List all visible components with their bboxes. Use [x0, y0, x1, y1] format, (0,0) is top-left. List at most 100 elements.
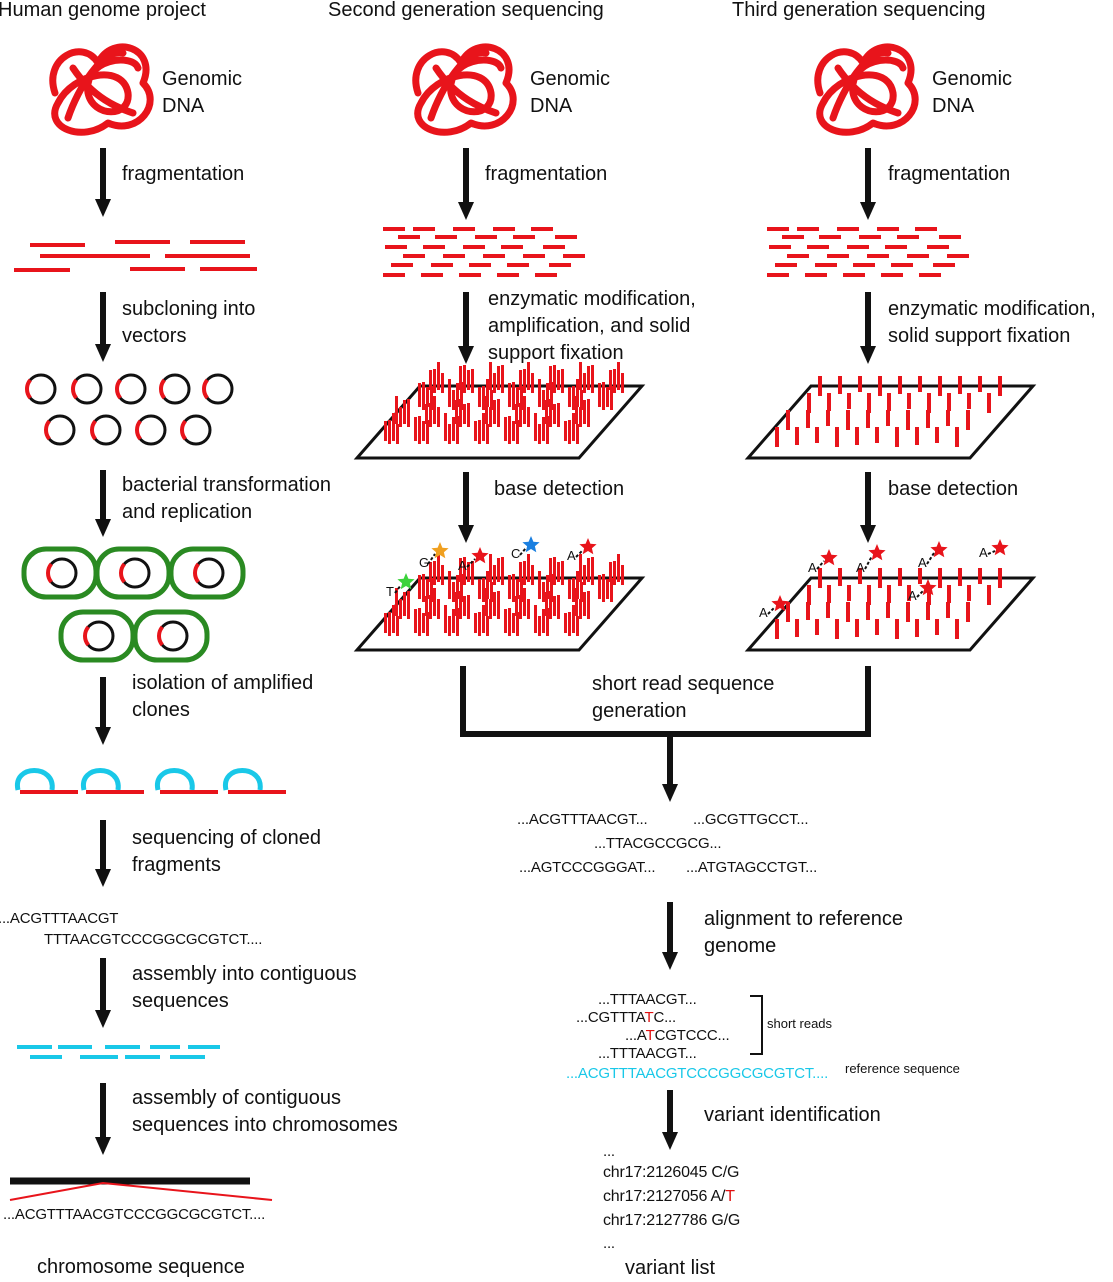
aligned-read-3-variant-base: T: [645, 1027, 655, 1044]
third-flowcell-fixed-molecule-2: [838, 376, 842, 394]
third-flowcell-detection-molecule-7: [938, 568, 942, 588]
second-flowcell-detection-cluster-3-strand-3: [497, 558, 500, 582]
third-flowcell-detection-molecule-6: [918, 568, 922, 584]
second-arrow-3-head: [458, 525, 474, 543]
second-flowcell-amplified-cluster-20-strand-3: [553, 404, 556, 424]
second-flowcell-amplified-cluster-9: [448, 379, 463, 410]
second-flowcell-amplified-cluster-24-strand-3: [452, 417, 455, 441]
second-flowcell-detection-cluster-5-strand-2: [553, 557, 556, 585]
second-flowcell-amplified-cluster-18-strand-1: [485, 396, 488, 424]
second-flowcell-amplified-cluster-11-strand-4: [520, 386, 523, 410]
second-flowcell-amplified-cluster-25-strand-3: [482, 413, 485, 441]
second-flowcell-detection-cluster-23-strand-3: [422, 613, 425, 633]
chromosome-zoom-lines: [9, 1181, 273, 1201]
second-flowcell-amplified-cluster-28-strand-1: [564, 421, 567, 441]
third-label-3-linker: [926, 552, 935, 565]
third-flowcell-fixed-molecule-7: [938, 376, 942, 396]
second-flowcell-detection-cluster-13: [568, 571, 583, 602]
hgp-read-2: TTTAACGTCCCGGCGCGTCT....: [44, 931, 263, 948]
second-flowcell-detection-cluster-17-strand-4: [467, 595, 470, 619]
third-flowcell-detection-molecule-12: [827, 585, 831, 603]
third-flowcell-detection-molecule-4: [878, 568, 882, 588]
third-flowcell-fixed-molecule-30: [966, 410, 970, 430]
third-flowcell-fixed-molecule-10: [998, 376, 1002, 396]
second-flowcell-detection-cluster-27-strand-2: [538, 616, 541, 636]
second-flowcell-detection-cluster-27-strand-4: [546, 608, 549, 636]
second-flowcell-amplified-cluster-8-strand-4: [430, 386, 433, 410]
third-flowcell-fixed-molecule-28: [926, 410, 930, 428]
second-flowcell-amplified-cluster-7-strand-3: [617, 362, 620, 390]
clone-3-vector: [155, 768, 195, 791]
short-reads-bracket-label: short reads: [767, 1016, 833, 1031]
variant-3: chr17:2127786 G/G: [603, 1212, 741, 1229]
second-flowcell-amplified-cluster-4-strand-3: [527, 362, 530, 390]
second-flowcell-amplified-cluster-8-strand-3: [426, 387, 429, 407]
second-flowcell-detection-cluster-20-strand-3: [553, 596, 556, 616]
bacterium-5-plasmid-insert: [157, 625, 164, 647]
second-label-1-linker: [427, 553, 436, 565]
third-flowcell-fixed-molecule-14: [867, 393, 871, 413]
aligned-read-2-post: C...: [653, 1009, 676, 1026]
second-flowcell-detection-cluster-2-strand-4: [471, 561, 474, 585]
second-flowcell-detection-cluster-2-strand-3: [467, 562, 470, 582]
second-flowcell-detection-cluster-16: [425, 588, 440, 619]
second-flowcell-amplified-cluster-3: [489, 362, 504, 393]
third-flowcell-detection-molecule-22: [806, 602, 810, 620]
second-flowcell-detection-cluster-15-strand-1: [395, 588, 398, 616]
third-flowcell-fixed-molecule-34: [835, 427, 839, 447]
second-flowcell-detection-cluster-24: [444, 605, 459, 636]
aligned-read-3-post: CGTCCC...: [654, 1027, 730, 1044]
third-flowcell-detection-molecule-34: [835, 619, 839, 639]
second-flowcell-amplified-cluster-2-strand-3: [467, 370, 470, 390]
dna-tangle-third-strand: [814, 43, 919, 136]
third-flowcell-detection-molecule-29: [946, 602, 950, 618]
bacterium-5-plasmid-ring: [157, 620, 189, 652]
second-flowcell-amplified-cluster-4: [519, 362, 534, 393]
third-flowcell-fixed-molecule-33: [815, 427, 819, 443]
second-flowcell-amplified-cluster-13-strand-3: [576, 379, 579, 407]
contigs: [17, 1045, 220, 1059]
third-fragments: [767, 227, 969, 277]
third-flowcell-detection-molecule-40: [955, 619, 959, 639]
second-flowcell-detection-cluster-21-strand-3: [583, 592, 586, 616]
plasmid-7-insert: [90, 419, 97, 441]
second-flowcell-detection-cluster-4-strand-3: [527, 554, 530, 582]
plasmid-2-insert: [71, 378, 78, 400]
second-flowcell-amplified-cluster-9-strand-1: [448, 379, 451, 407]
second-flowcell-amplified-cluster-12: [538, 379, 553, 410]
third-label-2: A: [856, 544, 886, 575]
third-flowcell-fixed-molecule-3: [858, 376, 862, 392]
second-flowcell-detection-cluster-1-strand-3: [437, 554, 440, 582]
aligned-read-2: ...CGTTTATC...: [576, 1006, 676, 1030]
second-flowcell-detection-cluster-13-strand-3: [576, 571, 579, 599]
second-flowcell-detection-cluster-15: [395, 588, 410, 619]
reference-sequence: ...ACGTTTAACGTCCCGGCGCGTCT....: [566, 1065, 829, 1082]
plasmid-3: [115, 373, 147, 405]
merged-arrow-3: [662, 1090, 678, 1150]
second-flowcell-detection-cluster-10: [478, 571, 493, 602]
hgp-step-assembly-contigs: assembly into contiguous sequences: [132, 963, 357, 1012]
second-flowcell-amplified-cluster-22-strand-4: [396, 424, 399, 444]
bacterium-4: [58, 609, 136, 663]
third-flowcell-detection-molecule-36: [875, 619, 879, 635]
second-flowcell-detection-cluster-15-strand-4: [407, 591, 410, 619]
second-flowcell-amplified-cluster-13-strand-2: [572, 386, 575, 410]
second-flowcell-detection-cluster-7-strand-3: [617, 554, 620, 582]
bacterium-3: [168, 546, 246, 600]
hgp-step-fragmentation: fragmentation: [122, 163, 245, 185]
second-flowcell-amplified-cluster-9-strand-2: [452, 390, 455, 410]
second-flowcell-detection-cluster-16-strand-2: [429, 595, 432, 619]
second-label-3: C: [511, 536, 540, 561]
second-flowcell-amplified-cluster-22-strand-3: [392, 413, 395, 441]
second-arrow-1: [458, 148, 474, 220]
second-flowcell-detection-cluster-18-strand-3: [493, 592, 496, 616]
second-label-5-base-letter: T: [386, 584, 394, 599]
second-flowcell-amplified-cluster-24-strand-2: [448, 424, 451, 444]
genomic-dna-label-second: Genomic DNA: [530, 68, 611, 117]
second-flowcell-amplified-cluster-11: [508, 382, 523, 410]
second-fragments: [383, 227, 585, 277]
third-label-5-linker: [767, 606, 776, 615]
hgp-arrow-1-head: [95, 199, 111, 217]
third-flowcell-fixed-molecule-39: [935, 427, 939, 443]
second-flowcell-amplified-cluster-9-strand-3: [456, 383, 459, 407]
